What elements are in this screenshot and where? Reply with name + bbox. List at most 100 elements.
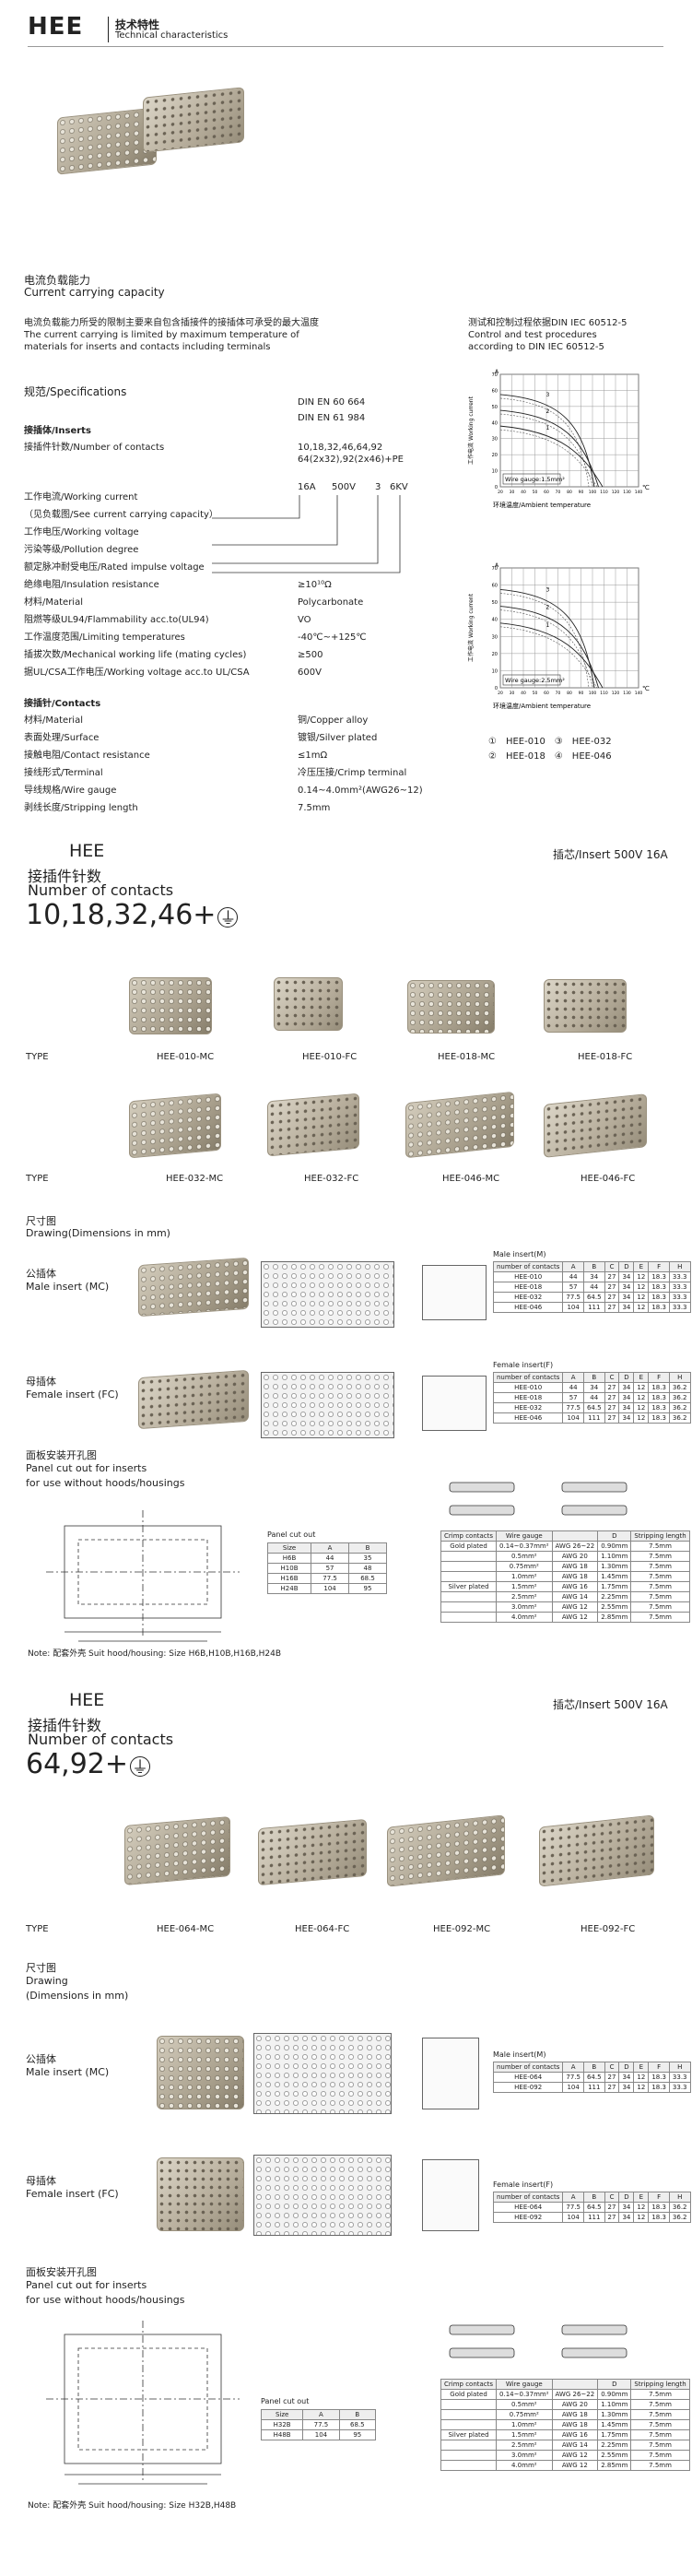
table-cell: 0.90mm [597,1541,632,1552]
spec-value: Polycarbonate [298,597,364,608]
table-cell: 18.3 [648,1412,670,1424]
column-header: number of contacts [492,1372,564,1383]
table-cell: 36.2 [668,1402,691,1413]
column-header: H [668,2062,691,2073]
table-cell: 48 [348,1563,387,1574]
table-cell: AWG 18 [551,2409,599,2420]
table-cell: 18.3 [648,1292,670,1303]
table-cell: 0.90mm [597,2389,632,2400]
column-header: number of contacts [492,2062,564,2073]
x-tick-label: 140 [635,490,643,495]
hee-018-fc-image [544,979,627,1033]
y-axis-label: 工作电流 Working current [467,396,475,465]
column-header: E [633,1372,650,1383]
table-cell: 12 [633,1402,650,1413]
column-header: D [597,2379,632,2390]
table-cell [440,1551,498,1562]
y-tick-label: 10 [492,469,498,475]
spec-label: 工作电压/Working voltage [24,527,139,538]
column-header: Stripping length [630,2379,690,2390]
current-desc-en-2: materials for inserts and contacts inclu… [24,342,271,352]
table-cell: 1.0mm² [496,2419,553,2430]
type-name: HEE-018-FC [578,1052,633,1062]
table-cell: 7.5mm [630,1601,690,1613]
table-cell: AWG 26~22 [551,2389,599,2400]
table-cell: HEE-064 [492,2202,564,2213]
spec-value: 10,18,32,46,64,92 [298,443,383,453]
type-name: HEE-032-FC [304,1174,359,1184]
table-cell: 0.5mm² [496,1551,553,1562]
table-cell: 2.25mm [597,1591,632,1602]
table-cell: Gold plated [440,2389,498,2400]
column-header: E [633,1261,650,1272]
curve-label: 3 [546,392,550,398]
spec-label: 工作温度范围/Limiting temperatures [24,632,185,643]
spec-label: 接触电阻/Contact resistance [24,750,150,761]
table-cell: AWG 18 [551,1561,599,1572]
panel-table-title: Panel cut out [261,2397,310,2405]
table-cell: 12 [633,2082,650,2093]
x-tick-label: 40 [521,490,526,495]
test-en-2: according to DIN IEC 60512-5 [468,342,604,352]
table-cell: 7.5mm [630,2409,690,2420]
curve-label: 2 [546,408,550,415]
rating-voltage: 500V [332,482,356,492]
male-front-drawing [253,2033,392,2114]
spec-label: 材料/Material [24,715,83,726]
spec-label: 插拔次数/Mechanical working life (mating cyc… [24,650,247,660]
table-cell: 12 [633,1282,650,1293]
table-cell: 36.2 [668,1392,691,1403]
hero-male-insert-image [57,107,157,175]
panel-table-title: Panel cut out [267,1530,316,1539]
spec-label: 污染等级/Pollution degree [24,545,139,555]
table-cell: 12 [633,2072,650,2083]
column-header: Crimp contacts [440,1530,498,1542]
x-tick-label: 20 [498,691,503,696]
table-cell: 7.5mm [630,2399,690,2410]
table-cell: 95 [348,1583,387,1594]
legend-item: HEE-010 [505,737,545,747]
table-cell [440,2409,498,2420]
ground-icon: ⏚ [217,907,239,928]
table-cell: 77.5 [562,1402,584,1413]
table-cell: 36.2 [668,2212,691,2223]
male-side-drawing [422,2038,479,2109]
table-cell: 64.5 [582,2202,605,2213]
table-cell: AWG 16 [551,1581,599,1592]
crimp-contact-drawing [449,2324,627,2358]
male-table-title: Male insert(M) [493,2050,546,2059]
spec-label: 接线形式/Terminal [24,768,103,778]
table-cell: 1.45mm [597,2419,632,2430]
table-cell: 18.3 [648,1282,670,1293]
table-cell: 7.5mm [630,1612,690,1623]
table-cell: 33.3 [668,2082,691,2093]
current-desc-en-1: The current carrying is limited by maxim… [24,330,299,340]
table-cell [440,2450,498,2461]
legend-item: HEE-018 [505,751,545,762]
table-cell: 34 [618,1392,635,1403]
table-cell: 0.14~0.37mm² [496,2389,553,2400]
type-name: HEE-018-MC [438,1052,496,1062]
hero-female-insert-image [143,87,244,153]
y-tick-label: 40 [492,420,498,426]
table-cell: 18.3 [648,1392,670,1403]
hee-018-mc-image [407,980,495,1034]
hee-092-mc-image [387,1814,505,1887]
table-cell: AWG 20 [551,1551,599,1562]
table-cell: 36.2 [668,1382,691,1393]
drawing-title-cn: 尺寸图 [26,1215,56,1227]
table-cell: 104 [562,2082,584,2093]
y-tick-label: 60 [492,388,498,394]
table-cell: 68.5 [338,2419,377,2430]
table-cell: 104 [562,2212,584,2223]
